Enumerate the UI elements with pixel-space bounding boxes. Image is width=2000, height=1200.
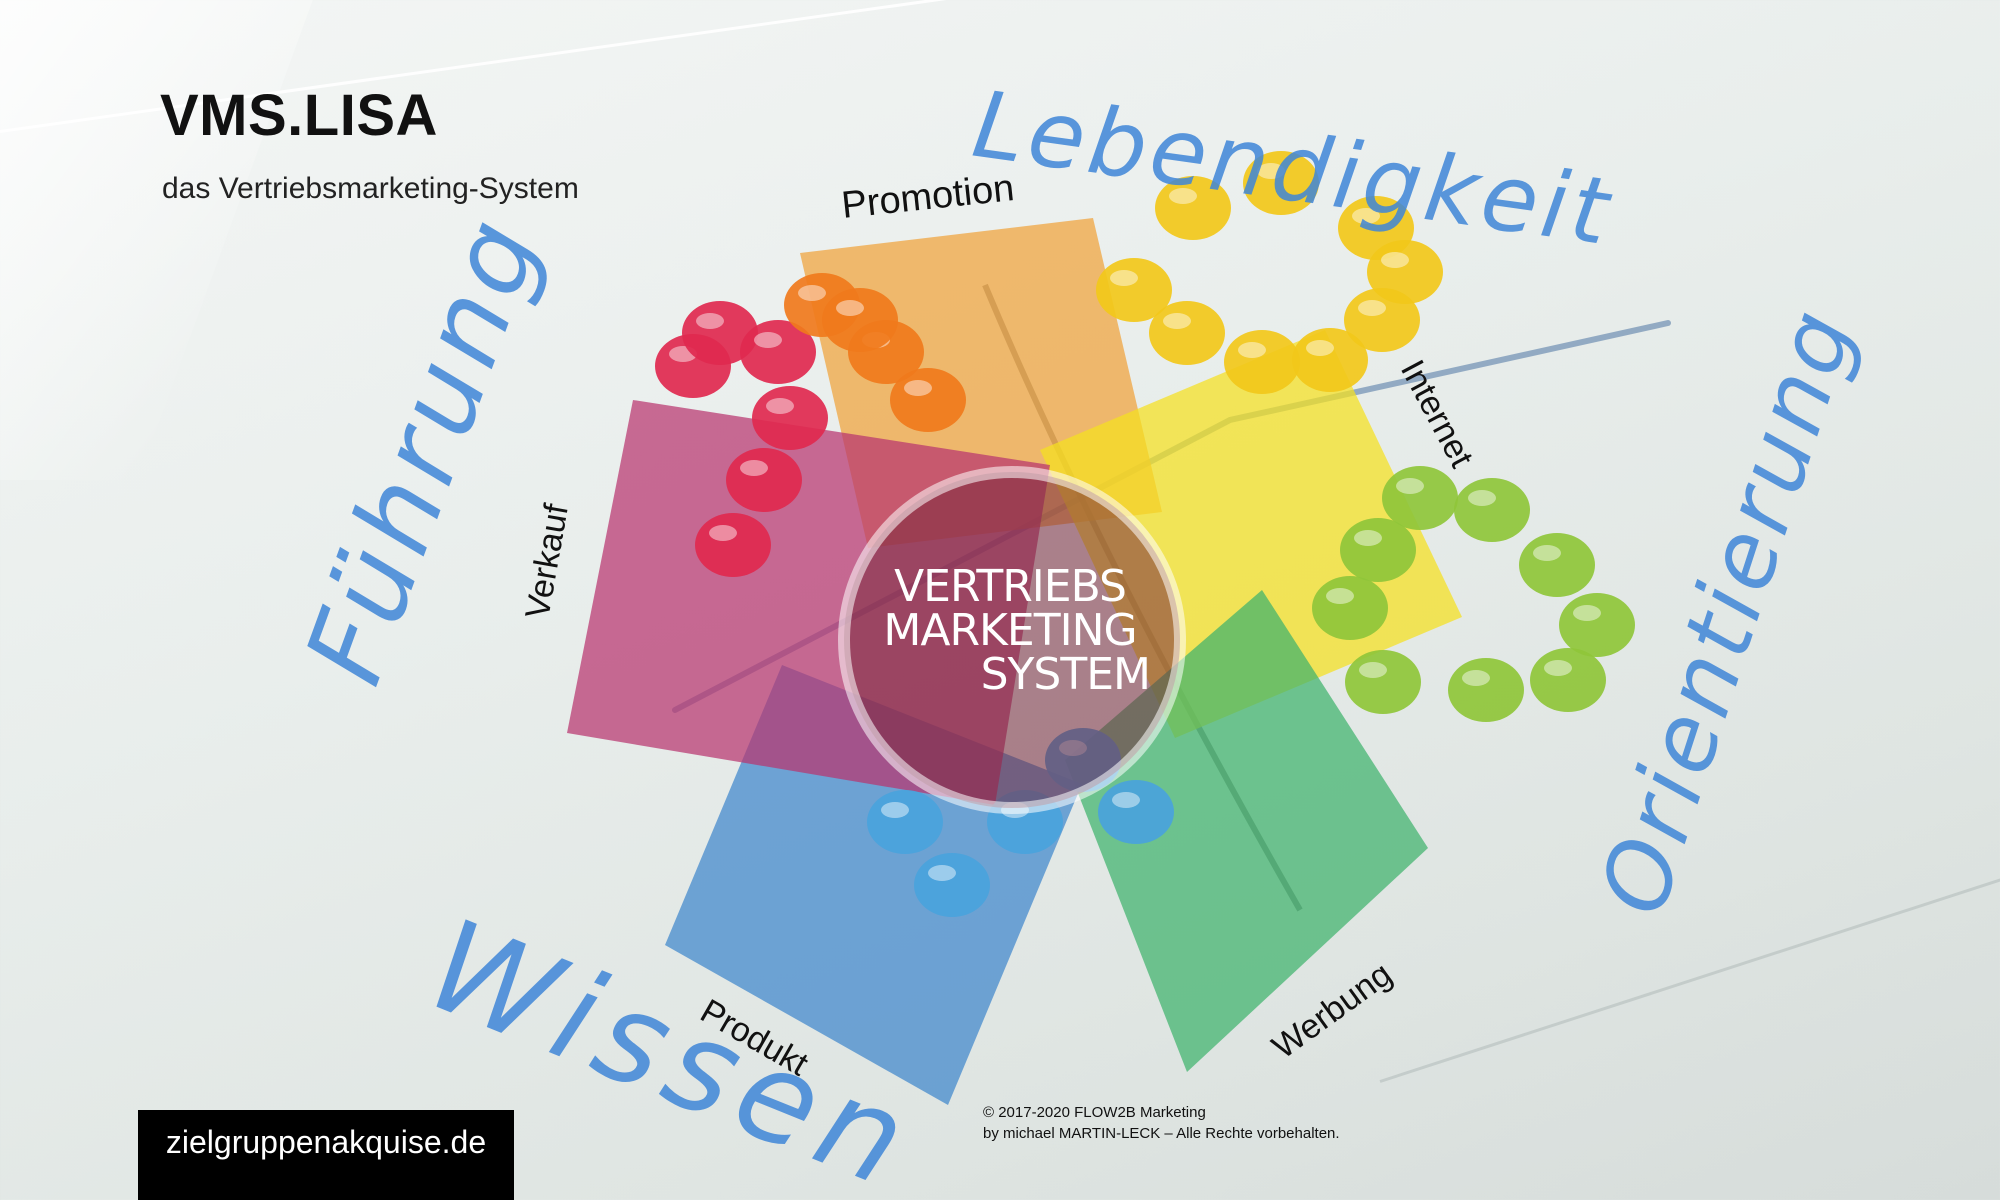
- candy: [1448, 658, 1524, 722]
- candy-highlight: [1306, 340, 1334, 356]
- candy-highlight: [881, 802, 909, 818]
- candy: [822, 288, 898, 352]
- candy: [726, 448, 802, 512]
- candy: [1559, 593, 1635, 657]
- candy: [1382, 466, 1458, 530]
- candy-highlight: [1257, 163, 1285, 179]
- candy-group: [655, 151, 1635, 917]
- candy: [1149, 301, 1225, 365]
- candy-highlight: [1468, 490, 1496, 506]
- candy-highlight: [740, 460, 768, 476]
- page-subtitle: das Vertriebsmarketing-System: [162, 172, 579, 205]
- candy: [1224, 330, 1300, 394]
- candy: [914, 853, 990, 917]
- candy: [1312, 576, 1388, 640]
- candy-highlight: [1354, 530, 1382, 546]
- candy-highlight: [1396, 478, 1424, 494]
- website-link[interactable]: zielgruppenakquise.de: [138, 1110, 514, 1200]
- candy: [1367, 240, 1443, 304]
- candy: [1155, 176, 1231, 240]
- candy: [1243, 151, 1319, 215]
- candy-highlight: [1112, 792, 1140, 808]
- candy: [1454, 478, 1530, 542]
- candy: [867, 790, 943, 854]
- segment-label-verkauf: Verkauf: [518, 501, 576, 622]
- center-label-line: VERTRIEBS: [894, 561, 1127, 612]
- candy: [890, 368, 966, 432]
- candy-highlight: [1326, 588, 1354, 604]
- handwriting-fuehrung: Führung: [282, 199, 566, 699]
- candy-highlight: [1352, 208, 1380, 224]
- copyright-notice: © 2017-2020 FLOW2B Marketing by michael …: [983, 1102, 1340, 1144]
- candy: [695, 513, 771, 577]
- candy: [1530, 648, 1606, 712]
- candy-highlight: [696, 313, 724, 329]
- candy-highlight: [1381, 252, 1409, 268]
- candy: [1340, 518, 1416, 582]
- center-label: VERTRIEBS MARKETING SYSTEM: [860, 565, 1160, 697]
- candy: [1345, 650, 1421, 714]
- candy: [1096, 258, 1172, 322]
- copyright-line: © 2017-2020 FLOW2B Marketing: [983, 1104, 1206, 1121]
- candy: [1519, 533, 1595, 597]
- candy: [1344, 288, 1420, 352]
- candy-highlight: [754, 332, 782, 348]
- candy-highlight: [1358, 300, 1386, 316]
- candy-highlight: [836, 300, 864, 316]
- candy: [682, 301, 758, 365]
- candy-highlight: [709, 525, 737, 541]
- candy-highlight: [904, 380, 932, 396]
- candy-highlight: [1163, 313, 1191, 329]
- candy: [752, 386, 828, 450]
- candy-highlight: [1169, 188, 1197, 204]
- candy-highlight: [1238, 342, 1266, 358]
- center-circle: [838, 466, 1186, 814]
- candy: [1098, 780, 1174, 844]
- candy: [1292, 328, 1368, 392]
- segment-label-internet: Internet: [1393, 354, 1481, 474]
- center-label-line: SYSTEM: [980, 649, 1151, 700]
- candy-highlight: [1533, 545, 1561, 561]
- candy-highlight: [1573, 605, 1601, 621]
- page-title: VMS.LISA: [160, 83, 438, 148]
- candy-highlight: [1544, 660, 1572, 676]
- candy-highlight: [928, 865, 956, 881]
- copyright-line: by michael MARTIN-LECK – Alle Rechte vor…: [983, 1125, 1340, 1142]
- candy-highlight: [766, 398, 794, 414]
- candy-highlight: [1110, 270, 1138, 286]
- candy-highlight: [1462, 670, 1490, 686]
- candy-highlight: [798, 285, 826, 301]
- candy: [740, 320, 816, 384]
- candy-highlight: [1359, 662, 1387, 678]
- center-label-line: MARKETING: [883, 605, 1137, 656]
